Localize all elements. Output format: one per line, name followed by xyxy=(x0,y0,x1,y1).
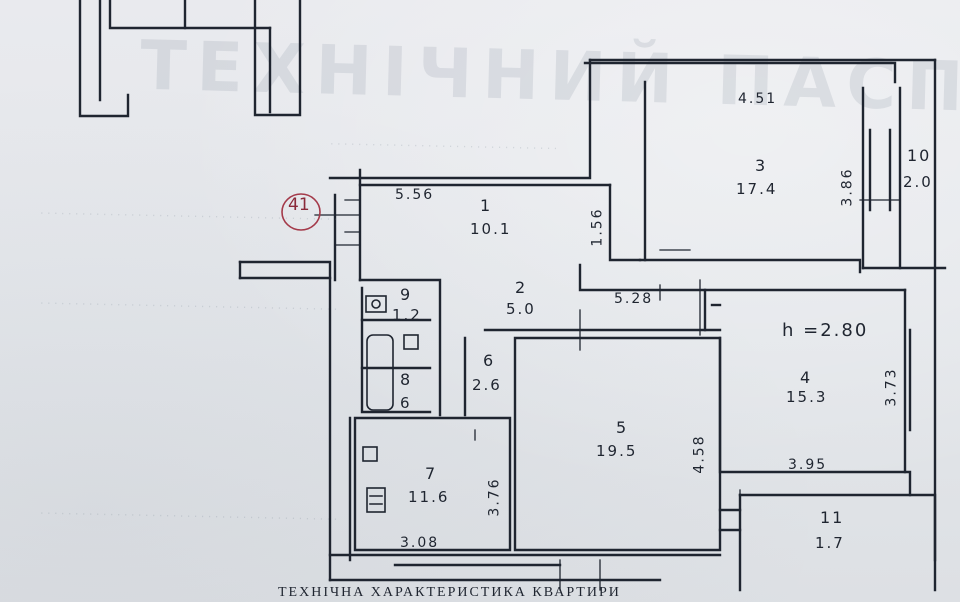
room-area: 10.1 xyxy=(470,220,512,238)
room-area: 2.0 xyxy=(903,173,933,191)
room-area: 11.6 xyxy=(408,488,450,506)
room-number: 8 xyxy=(400,370,413,389)
ceiling-height: h =2.80 xyxy=(782,320,869,341)
room-area: 15.3 xyxy=(786,388,828,406)
dimension-label: 3.08 xyxy=(400,535,440,551)
dimension-ticks xyxy=(314,199,901,591)
room-number: 6 xyxy=(483,351,496,370)
room-number: 3 xyxy=(755,156,768,175)
dimension-label: 4.58 xyxy=(691,434,708,474)
section-title: ТЕХНІЧНА ХАРАКТЕРИСТИКА КВАРТИРИ xyxy=(278,585,621,600)
room-number: 2 xyxy=(515,278,528,297)
room-number: 5 xyxy=(616,418,629,437)
dimension-label: 3.76 xyxy=(486,477,503,517)
dimension-label: 3.95 xyxy=(788,457,828,473)
apartment-number: 41 xyxy=(288,195,310,215)
dimension-label: 5.28 xyxy=(614,291,654,307)
room-number: 9 xyxy=(400,285,413,304)
room-area: 6 xyxy=(400,394,412,412)
room-number: 11 xyxy=(820,508,845,527)
room-number: 7 xyxy=(425,464,438,483)
room-number: 4 xyxy=(800,368,813,387)
dimension-label: 1.56 xyxy=(589,207,606,247)
dimension-label: 5.56 xyxy=(395,187,435,203)
room-area: 1.2 xyxy=(392,306,422,324)
room-area: 1.7 xyxy=(815,534,845,552)
room-area: 19.5 xyxy=(596,442,638,460)
room-number: 1 xyxy=(480,196,493,215)
room-number: 10 xyxy=(907,146,932,165)
apartment-walls xyxy=(238,58,947,592)
room-area: 5.0 xyxy=(506,300,536,318)
room-area: 2.6 xyxy=(472,376,502,394)
room-area: 17.4 xyxy=(736,180,778,198)
stair-fragment xyxy=(78,0,302,118)
dimension-label: 4.51 xyxy=(738,91,778,107)
dimension-label: 3.73 xyxy=(883,367,900,407)
dimension-label: 3.86 xyxy=(839,167,856,207)
fixtures xyxy=(362,295,419,513)
